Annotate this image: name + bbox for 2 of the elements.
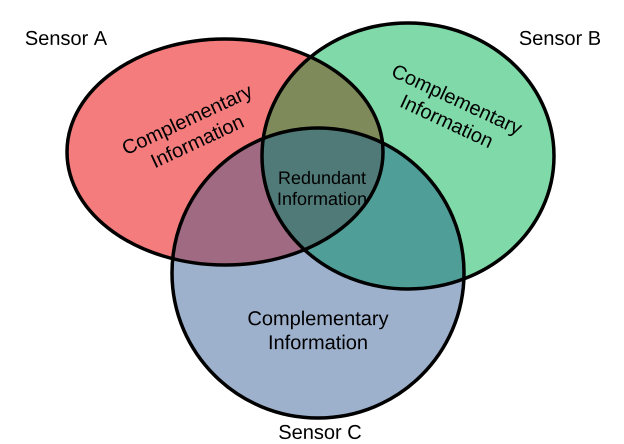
region-label: Redundant Information [278, 170, 366, 206]
sensor-label: Sensor C [279, 424, 361, 440]
